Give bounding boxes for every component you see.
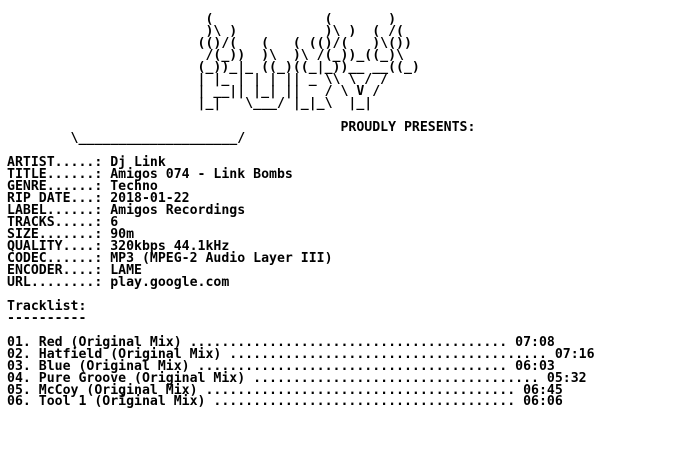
nfo-line: RIP DATE...: 2018-01-22 bbox=[7, 191, 190, 207]
nfo-line: | |_ | | | || _ \\ \ / / bbox=[7, 71, 389, 87]
nfo-line: | __|| |_| || / \ V / bbox=[7, 83, 381, 99]
nfo-line: ( ( ) bbox=[7, 11, 397, 27]
nfo-line: Tracklist: bbox=[7, 298, 87, 314]
nfo-line: 06. Tool 1 (Original Mix) ..............… bbox=[7, 394, 563, 410]
nfo-line: |_| \___/ |_|_\ |_| bbox=[7, 95, 373, 111]
nfo-text: ( ( ) )\ ) )\ ) ( /( (()/( ( ( (()/( )\(… bbox=[7, 2, 595, 410]
nfo-line: 02. Hatfield (Original Mix) ............… bbox=[7, 346, 595, 362]
nfo-line: TITLE......: Amigos 074 - Link Bombs bbox=[7, 167, 293, 183]
nfo-line: 01. Red (Original Mix) .................… bbox=[7, 334, 555, 350]
nfo-line: ---------- bbox=[7, 310, 87, 326]
nfo-line: 05. McCoy (Original Mix) ...............… bbox=[7, 382, 563, 398]
nfo-line: 03. Blue (Original Mix) ................… bbox=[7, 358, 555, 374]
nfo-line: GENRE......: Techno bbox=[7, 179, 158, 195]
nfo-line: ARTIST.....: Dj Link bbox=[7, 155, 166, 171]
nfo-line: QUALITY....: 320kbps 44.1kHz bbox=[7, 239, 230, 255]
nfo-line: /(_)) )\ )\ /(_))_((_)\ bbox=[7, 47, 404, 63]
nfo-line: ENCODER....: LAME bbox=[7, 262, 142, 278]
nfo-line: (()/( ( ( (()/( )\()) bbox=[7, 35, 412, 51]
nfo-line: (_))_|_ ((_)((_|_))__ __((_) bbox=[7, 59, 420, 75]
nfo-line: )\ ) )\ ) ( /( bbox=[7, 23, 404, 39]
nfo-line: \____________________/ bbox=[7, 131, 246, 147]
nfo-line: 04. Pure Groove (Original Mix) .........… bbox=[7, 370, 587, 386]
nfo-line: PROUDLY PRESENTS: bbox=[7, 119, 476, 135]
nfo-line: LABEL......: Amigos Recordings bbox=[7, 203, 246, 219]
nfo-line: TRACKS.....: 6 bbox=[7, 215, 119, 231]
nfo-line: CODEC......: MP3 (MPEG-2 Audio Layer III… bbox=[7, 251, 333, 267]
nfo-line: URL........: play.google.com bbox=[7, 274, 230, 290]
nfo-line: SIZE.......: 90m bbox=[7, 227, 135, 243]
